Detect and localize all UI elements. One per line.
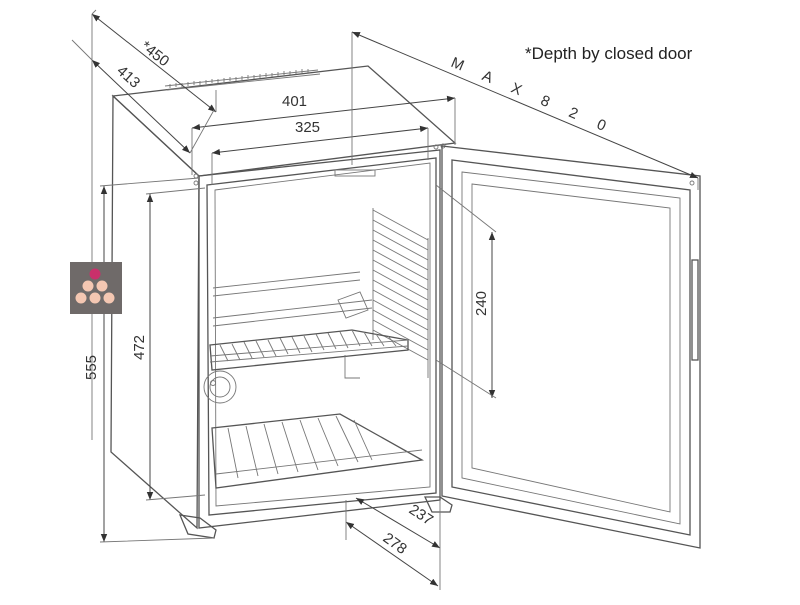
label-total-height: 555 [83,355,100,380]
label-278: 278 [380,529,410,557]
label-top-width: 401 [282,93,307,110]
wire-shelf [209,291,409,371]
cabinet-top [111,65,457,177]
dimline-max-open [351,31,699,179]
thermostat-dial-icon [203,370,237,404]
glass-door[interactable] [441,145,701,549]
dimline-depth [91,59,191,154]
side-ribs [372,208,429,378]
door-frame-inner [451,159,691,536]
foot-left [178,514,217,539]
label-max-open: M A X 8 2 0 [448,54,616,138]
interior [203,208,429,489]
label-depth-closed: *450 [138,38,173,70]
cabinet [110,65,457,539]
wine-bottles-logo-icon [70,262,122,314]
door-glass [471,183,671,513]
bottom-rack [211,413,425,489]
door-glass-frame [461,171,681,525]
label-inner-width: 325 [295,119,320,136]
label-240: 240 [473,291,490,316]
cabinet-left-side [110,94,200,530]
label-depth: 413 [113,62,143,91]
depth-note: *Depth by closed door [525,44,693,63]
dimension-labels: *450 413 401 325 M A X 8 2 0 555 472 240… [83,38,617,558]
label-237: 237 [406,501,436,529]
dimension-lines [71,9,699,590]
door-handle[interactable] [691,259,699,361]
label-inner-height: 472 [131,335,148,360]
dimline-278 [345,521,439,587]
door-outer [441,145,701,549]
dimline-top-width [191,95,456,131]
cabinet-liner [214,162,431,507]
